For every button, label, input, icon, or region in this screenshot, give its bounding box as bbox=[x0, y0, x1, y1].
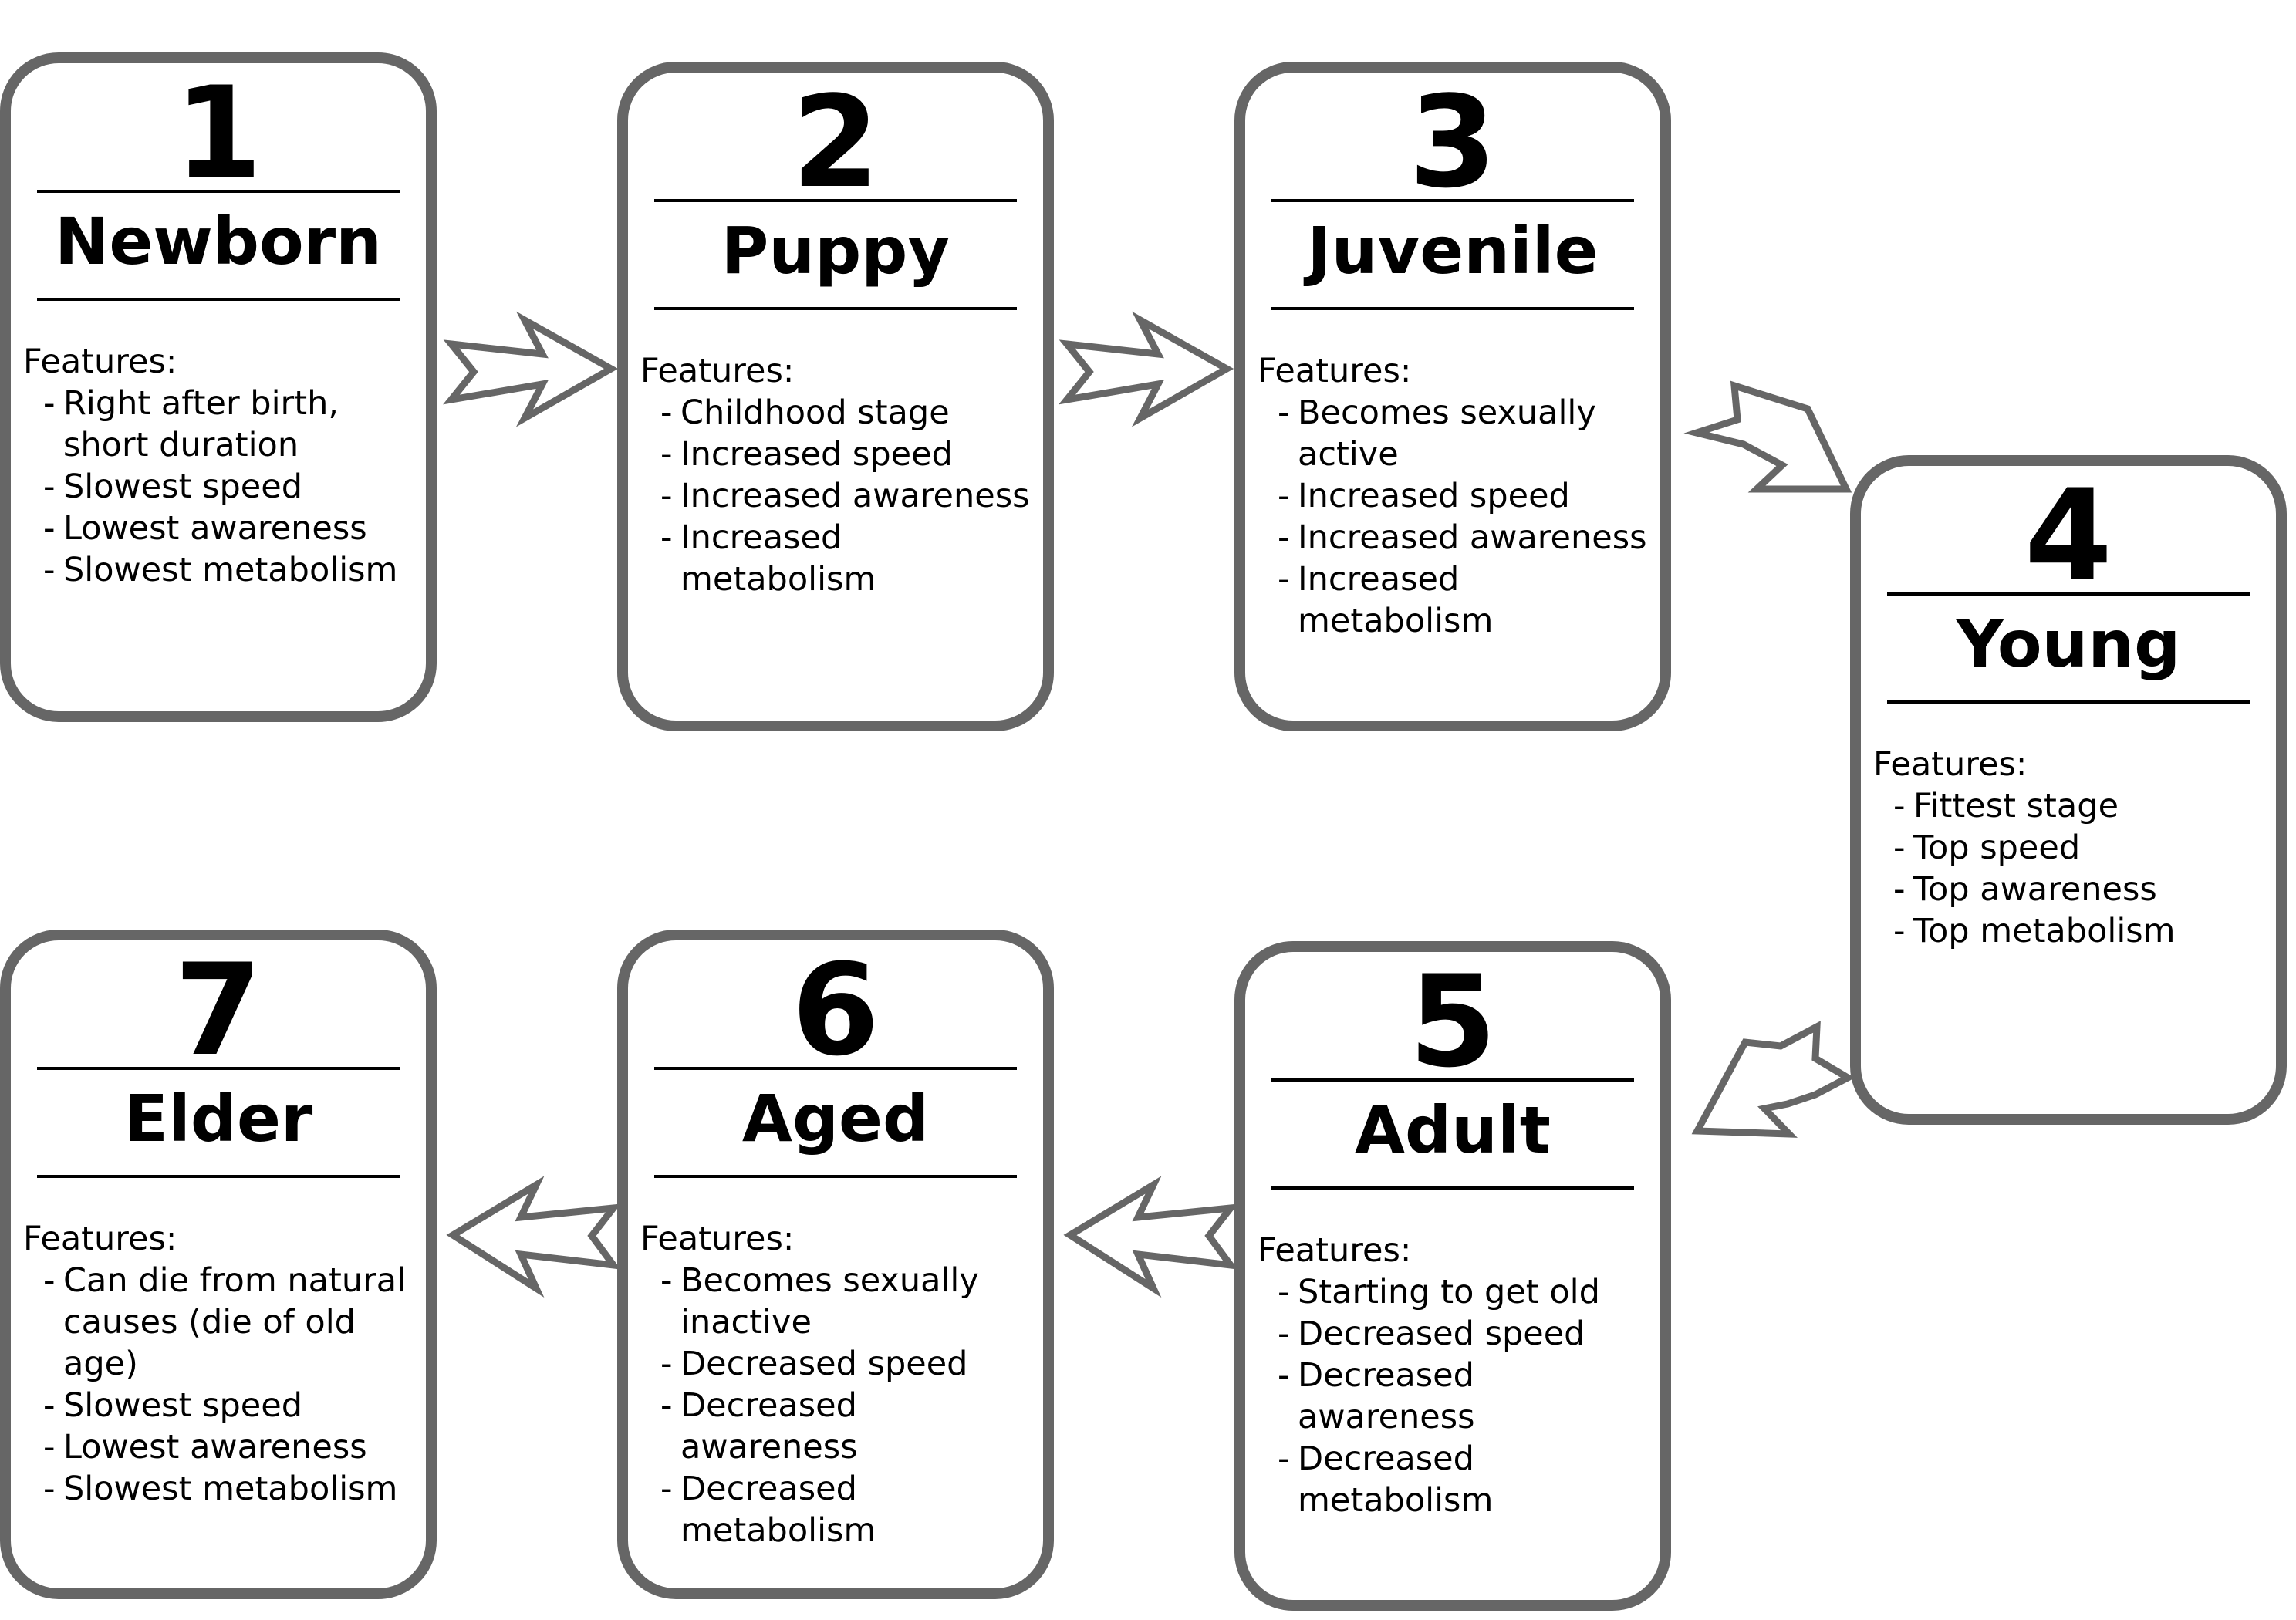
divider bbox=[1271, 1078, 1634, 1082]
stage-card-puppy: 2 Puppy Features: Childhood stage Increa… bbox=[617, 62, 1054, 731]
divider bbox=[1887, 700, 2250, 704]
feature-item: Becomes sexually inactive bbox=[640, 1260, 1037, 1343]
divider bbox=[654, 1067, 1017, 1070]
stage-number: 7 bbox=[174, 937, 263, 1084]
feature-item: Top speed bbox=[1873, 827, 2270, 869]
features-block: Features: Becomes sexually active Increa… bbox=[1258, 350, 1654, 642]
features-label: Features: bbox=[23, 1220, 177, 1258]
feature-item: Increased speed bbox=[640, 434, 1037, 475]
feature-item: Increased speed bbox=[1258, 475, 1654, 517]
features-block: Features: Becomes sexually inactive Decr… bbox=[640, 1218, 1037, 1551]
feature-item: Fittest stage bbox=[1873, 785, 2270, 827]
feature-item: Increased metabolism bbox=[1258, 559, 1654, 642]
features-label: Features: bbox=[640, 1220, 795, 1258]
feature-item: Slowest speed bbox=[23, 1385, 420, 1426]
divider bbox=[37, 1067, 400, 1070]
divider bbox=[1271, 1186, 1634, 1190]
divider bbox=[1271, 307, 1634, 310]
arrow-6-to-7 bbox=[446, 1176, 621, 1298]
features-block: Features: Right after birth, short durat… bbox=[23, 341, 420, 591]
stage-number: 2 bbox=[791, 69, 880, 216]
features-list: Childhood stage Increased speed Increase… bbox=[640, 392, 1037, 600]
divider bbox=[1271, 199, 1634, 202]
feature-item: Becomes sexually active bbox=[1258, 392, 1654, 475]
feature-item: Increased awareness bbox=[640, 475, 1037, 517]
feature-item: Top awareness bbox=[1873, 869, 2270, 910]
feature-item: Slowest metabolism bbox=[23, 549, 420, 591]
features-list: Starting to get old Decreased speed Decr… bbox=[1258, 1271, 1654, 1521]
features-list: Becomes sexually active Increased speed … bbox=[1258, 392, 1654, 642]
divider bbox=[37, 1175, 400, 1178]
features-label: Features: bbox=[1258, 1231, 1412, 1270]
feature-item: Can die from natural causes (die of old … bbox=[23, 1260, 420, 1385]
divider bbox=[654, 1175, 1017, 1178]
stage-name: Newborn bbox=[55, 204, 382, 279]
stage-name: Juvenile bbox=[1307, 213, 1599, 289]
stage-card-adult: 5 Adult Features: Starting to get old De… bbox=[1234, 941, 1671, 1611]
features-list: Can die from natural causes (die of old … bbox=[23, 1260, 420, 1510]
feature-item: Slowest speed bbox=[23, 466, 420, 508]
arrow-1-to-2 bbox=[443, 311, 619, 427]
feature-item: Starting to get old bbox=[1258, 1271, 1654, 1313]
feature-item: Increased metabolism bbox=[640, 517, 1037, 600]
arrow-5-to-6 bbox=[1063, 1176, 1238, 1298]
features-list: Fittest stage Top speed Top awareness To… bbox=[1873, 785, 2270, 952]
stage-card-young: 4 Young Features: Fittest stage Top spee… bbox=[1850, 455, 2287, 1125]
divider bbox=[654, 199, 1017, 202]
stage-name: Young bbox=[1956, 606, 2181, 682]
stage-number: 6 bbox=[791, 937, 880, 1084]
stage-card-aged: 6 Aged Features: Becomes sexually inacti… bbox=[617, 930, 1054, 1599]
divider bbox=[654, 307, 1017, 310]
arrow-4-to-5 bbox=[1691, 1021, 1855, 1138]
arrow-2-to-3 bbox=[1059, 311, 1234, 427]
divider bbox=[37, 298, 400, 301]
feature-item: Decreased speed bbox=[1258, 1313, 1654, 1355]
feature-item: Decreased metabolism bbox=[640, 1468, 1037, 1551]
stage-name: Elder bbox=[123, 1081, 313, 1156]
feature-item: Top metabolism bbox=[1873, 910, 2270, 952]
arrow-3-to-4 bbox=[1683, 380, 1852, 493]
features-label: Features: bbox=[23, 343, 177, 381]
stage-card-juvenile: 3 Juvenile Features: Becomes sexually ac… bbox=[1234, 62, 1671, 731]
divider bbox=[37, 190, 400, 193]
feature-item: Increased awareness bbox=[1258, 517, 1654, 559]
feature-item: Slowest metabolism bbox=[23, 1468, 420, 1510]
features-label: Features: bbox=[640, 352, 795, 390]
stage-number: 4 bbox=[2024, 462, 2113, 609]
features-label: Features: bbox=[1258, 352, 1412, 390]
stage-number: 3 bbox=[1408, 69, 1497, 216]
feature-item: Decreased speed bbox=[640, 1343, 1037, 1385]
stage-number: 1 bbox=[174, 59, 263, 207]
stage-name: Aged bbox=[741, 1081, 930, 1156]
features-list: Right after birth, short duration Slowes… bbox=[23, 383, 420, 591]
stage-name: Adult bbox=[1355, 1092, 1551, 1168]
stage-card-newborn: 1 Newborn Features: Right after birth, s… bbox=[0, 52, 437, 722]
stage-number: 5 bbox=[1408, 948, 1497, 1095]
feature-item: Right after birth, short duration bbox=[23, 383, 420, 466]
feature-item: Lowest awareness bbox=[23, 1426, 420, 1468]
feature-item: Decreased awareness bbox=[1258, 1355, 1654, 1438]
features-list: Becomes sexually inactive Decreased spee… bbox=[640, 1260, 1037, 1551]
divider bbox=[1887, 592, 2250, 596]
stage-name: Puppy bbox=[721, 213, 950, 289]
features-block: Features: Childhood stage Increased spee… bbox=[640, 350, 1037, 600]
features-block: Features: Can die from natural causes (d… bbox=[23, 1218, 420, 1510]
features-block: Features: Fittest stage Top speed Top aw… bbox=[1873, 744, 2270, 952]
feature-item: Childhood stage bbox=[640, 392, 1037, 434]
features-block: Features: Starting to get old Decreased … bbox=[1258, 1230, 1654, 1521]
feature-item: Decreased awareness bbox=[640, 1385, 1037, 1468]
feature-item: Lowest awareness bbox=[23, 508, 420, 549]
features-label: Features: bbox=[1873, 745, 2028, 784]
feature-item: Decreased metabolism bbox=[1258, 1438, 1654, 1521]
stage-card-elder: 7 Elder Features: Can die from natural c… bbox=[0, 930, 437, 1599]
